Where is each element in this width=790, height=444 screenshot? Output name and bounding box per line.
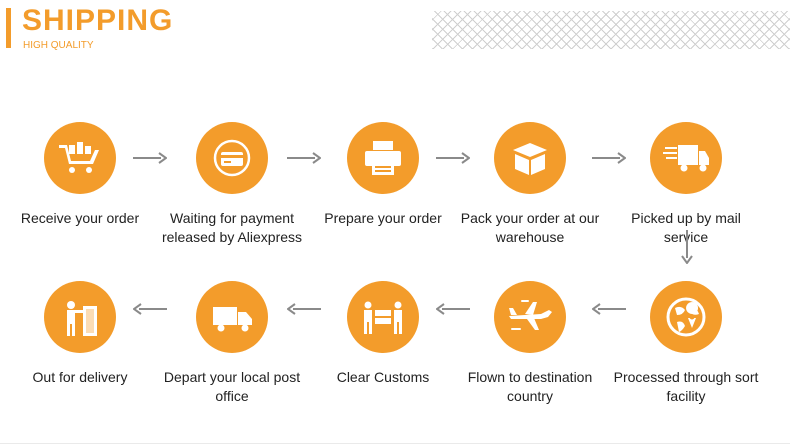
step-receive-order: Receive your order	[5, 122, 155, 228]
printer-icon	[347, 122, 419, 194]
step-waiting-payment: Waiting for payment released by Aliexpre…	[157, 122, 307, 247]
mail-van-icon	[196, 281, 268, 353]
decorative-hatch-pattern	[432, 11, 790, 49]
arrow-left-icon	[592, 303, 626, 315]
delivery-truck-icon	[650, 122, 722, 194]
arrow-left-icon	[436, 303, 470, 315]
step-out-for-delivery: Out for delivery	[5, 281, 155, 387]
step-prepare-order: Prepare your order	[308, 122, 458, 228]
step-label: Out for delivery	[32, 369, 128, 385]
step-label: Flown to destination country	[467, 369, 593, 404]
arrow-left-icon	[287, 303, 321, 315]
step-label: Clear Customs	[336, 369, 430, 385]
arrow-right-icon	[133, 152, 167, 164]
header-accent-bar	[6, 8, 11, 48]
step-label: Waiting for payment released by Aliexpre…	[161, 210, 303, 245]
delivery-person-icon	[44, 281, 116, 353]
globe-location-icon	[650, 281, 722, 353]
page-subtitle: HIGH QUALITY	[23, 40, 94, 51]
step-depart-post-office: Depart your local post office	[157, 281, 307, 406]
arrow-left-icon	[133, 303, 167, 315]
step-sort-facility: Processed through sort facility	[611, 281, 761, 406]
step-pack-order: Pack your order at our warehouse	[455, 122, 605, 247]
payment-card-icon	[196, 122, 268, 194]
step-label: Prepare your order	[324, 210, 442, 226]
page-title: SHIPPING	[22, 4, 174, 37]
step-picked-up: Picked up by mail service	[611, 122, 761, 247]
package-box-icon	[494, 122, 566, 194]
step-label: Picked up by mail service	[631, 210, 741, 245]
step-label: Pack your order at our warehouse	[460, 210, 600, 245]
arrow-right-icon	[287, 152, 321, 164]
customs-workers-icon	[347, 281, 419, 353]
step-clear-customs: Clear Customs	[308, 281, 458, 387]
airplane-icon	[494, 281, 566, 353]
shopping-cart-icon	[44, 122, 116, 194]
arrow-down-icon	[681, 230, 693, 264]
step-label: Receive your order	[20, 210, 140, 226]
arrow-right-icon	[436, 152, 470, 164]
step-label: Depart your local post office	[163, 369, 301, 404]
step-flown-destination: Flown to destination country	[455, 281, 605, 406]
step-label: Processed through sort facility	[613, 369, 759, 404]
arrow-right-icon	[592, 152, 626, 164]
